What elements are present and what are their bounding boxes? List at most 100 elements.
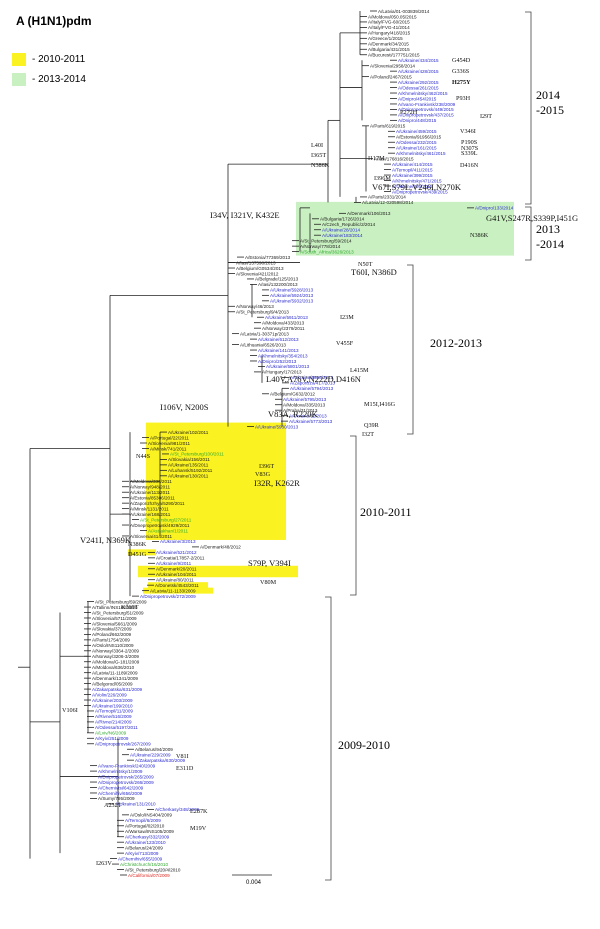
leaf-label: A/Lviv/N6/2009 <box>95 731 127 736</box>
mutation-label: I34V, I321V, K432E <box>210 210 280 220</box>
period-label-2012-2013: 2012-2013 <box>430 336 482 351</box>
leaf-label: A/Khmelnitsky/354/2013 <box>258 353 308 358</box>
mutation-label: T60I, N386D <box>351 267 397 277</box>
leaf-label: A/Ukraine/459/2015 <box>396 129 437 134</box>
leaf-label: A/Ukraine/5608/2013 <box>290 375 334 380</box>
leaf-label: A/Dnipro/454/2015 <box>398 96 437 101</box>
leaf-label: A/Norway/2379/2011 <box>262 326 305 331</box>
leaf-label: A/Ivano-Frankivsk/240/2009 <box>98 763 156 768</box>
leaf-label: A/Ukraine/5773/2013 <box>289 419 333 424</box>
leaf-label: A/Denmark/34/2015 <box>368 42 409 47</box>
leaf-label: A/Poland/2467/2015 <box>370 74 412 79</box>
mutation-label: I23M <box>340 314 354 321</box>
leaf-label: A/Zakarpatska/630/2009 <box>135 758 185 763</box>
leaf-label: A/Italy/FVG-60/2015 <box>368 20 410 25</box>
leaf-label: A/Belgrade/125/2013 <box>255 277 299 282</box>
leaf-label: A/Minsk/1131/2011 <box>130 506 169 511</box>
leaf-label: A/Paris/619/2015 <box>370 124 406 129</box>
leaf-label: A/Ukraine/203/2009 <box>92 698 133 703</box>
leaf-label: A/Ukraine/229/2009 <box>130 752 171 757</box>
leaf-label: A/Ukraine/80/2011 <box>156 578 194 583</box>
leaf-label: A/Iasi/137598/2013 <box>236 260 276 265</box>
mutation-label: E287K <box>190 808 208 815</box>
mutation-label: V83G <box>255 471 271 478</box>
leaf-label: A/Ukraine/5801/2013 <box>266 364 310 369</box>
mutation-label: A232T <box>104 802 122 809</box>
leaf-label: A/Belarus/24/2009 <box>125 845 163 850</box>
leaf-label: A/Moldova/G-181/2009 <box>92 660 140 665</box>
leaf-label: A/Ivano-Frankivsk/238/2009 <box>398 102 456 107</box>
leaf-label: A/Dnipropetrovsk/437/2015 <box>398 113 454 118</box>
period-bracket <box>350 435 357 596</box>
leaf-label: A/Zaporizza/417/2013 <box>290 381 335 386</box>
leaf-label: A/St_Petersburg/27/2011 <box>140 517 192 522</box>
leaf-label: A/Croatia/17857-2/2011 <box>156 556 205 561</box>
period-bracket <box>525 11 532 205</box>
mutation-label: Q39R <box>364 422 380 429</box>
leaf-label: A/Latvia/11-1133/2009 <box>150 588 196 593</box>
leaf-label: A/Ukraine/3/2013 <box>160 539 196 544</box>
leaf-label: A/Dnipropetrovsk/265/2009 <box>98 774 154 779</box>
mutation-label: D451G <box>128 551 147 558</box>
leaf-label: A/Ukraine/161/2015 <box>396 146 437 151</box>
leaf-label: A/Ukraine/123/2010 <box>125 840 166 845</box>
period-line-1: 2014 <box>536 88 560 102</box>
leaf-label: A/Denmark/106/2013 <box>347 211 391 216</box>
leaf-label: A/Hungary/17/2013 <box>262 370 302 375</box>
mutation-label: V455F <box>336 340 354 347</box>
mutation-label: I117M <box>368 155 385 162</box>
leaf-label: A/Oslo/INS404/2009 <box>130 813 172 818</box>
leaf-label: A/Ukraine/183/2014 <box>322 233 363 238</box>
leaf-label: A/Ukraine/5794/2013 <box>290 386 334 391</box>
leaf-label: A/Ukraine/135/2011 <box>168 463 209 468</box>
mutation-label: I396T <box>259 463 274 470</box>
leaf-label: A/Paris/1754/2009 <box>92 638 130 643</box>
mutation-label: V80M <box>260 579 277 586</box>
leaf-label: A/Ukraine/102/2011 <box>168 430 209 435</box>
mutation-label: I263V <box>96 860 112 867</box>
mutation-label: M15I,I416G <box>364 401 396 408</box>
legend-item-2013-2014: - 2013-2014 <box>12 72 86 86</box>
leaf-label: A/Bulgaria/431/2015 <box>368 47 410 52</box>
period-label-2009-2010: 2009-2010 <box>338 738 390 753</box>
leaf-label: A/Estonia/91956/2015 <box>396 135 442 140</box>
leaf-label: A/Astrakhan/1/2011 <box>148 528 188 533</box>
mutation-label: I106V, N200S <box>160 402 209 412</box>
leaf-label: A/Kyiv/713/2009 <box>125 851 159 856</box>
leaf-label: A/Ukraine/428/2015 <box>398 69 439 74</box>
leaf-label: A/Czech_Republic/2/2014 <box>322 222 376 227</box>
leaf-label: A/Rivne/214/2009 <box>95 720 132 725</box>
leaf-label: A/Lithuania/6526/2013 <box>240 342 286 347</box>
leaf-label: A/Khmelnitsky/1/2009 <box>98 769 143 774</box>
mutation-label: E311D <box>176 765 194 772</box>
mutation-label: I29T <box>480 113 492 120</box>
mutation-label: P190S <box>461 139 478 146</box>
mutation-label: G41V,S247R,S339P,I451G <box>486 213 578 223</box>
leaf-label: A/Ukraine/612/2013 <box>258 337 299 342</box>
highlight-2013-2014 <box>296 201 514 256</box>
leaf-label: A/Slovenia/981/2011 <box>148 441 191 446</box>
leaf-label: A/Ukraine/199/2010 <box>92 703 133 708</box>
leaf-label: A/Ukraine/9/2011 <box>156 561 192 566</box>
mutation-label: S339L <box>461 150 478 157</box>
leaf-label: A/Dnipro/448/2015 <box>398 118 437 123</box>
leaf-label: A/Warsaw/INS105/2009 <box>125 829 174 834</box>
period-line-2: -2014 <box>536 237 564 251</box>
highlight-2010-2011 <box>148 582 208 589</box>
leaf-label: A/Estonia/77369/2013 <box>245 255 291 260</box>
legend-swatch-yellow <box>12 52 26 66</box>
leaf-label: A/Ukraine/11/2013 <box>289 413 327 418</box>
mutation-label: G454D <box>452 57 471 64</box>
mutation-label: K369T <box>121 604 139 611</box>
leaf-label: A/Ukraine/399/2015 <box>392 173 433 178</box>
period-label-2010-2011: 2010-2011 <box>360 505 412 520</box>
leaf-label: A/Denmark/1341/2009 <box>92 676 138 681</box>
leaf-label: A/Ukraine/414/2015 <box>392 162 433 167</box>
leaf-label: A/Latvia/01-003839/2014 <box>378 9 430 14</box>
leaf-label: A/Iasi/132200/2013 <box>258 282 298 287</box>
mutation-label: L40V,A76V,N222D,D416N <box>266 374 361 384</box>
leaf-label: A/Dnipropetrovsk/272/2009 <box>140 594 196 599</box>
mutation-label: P272H <box>400 109 418 116</box>
leaf-label: A/St_Petersburg/9/4/2013 <box>236 310 289 315</box>
